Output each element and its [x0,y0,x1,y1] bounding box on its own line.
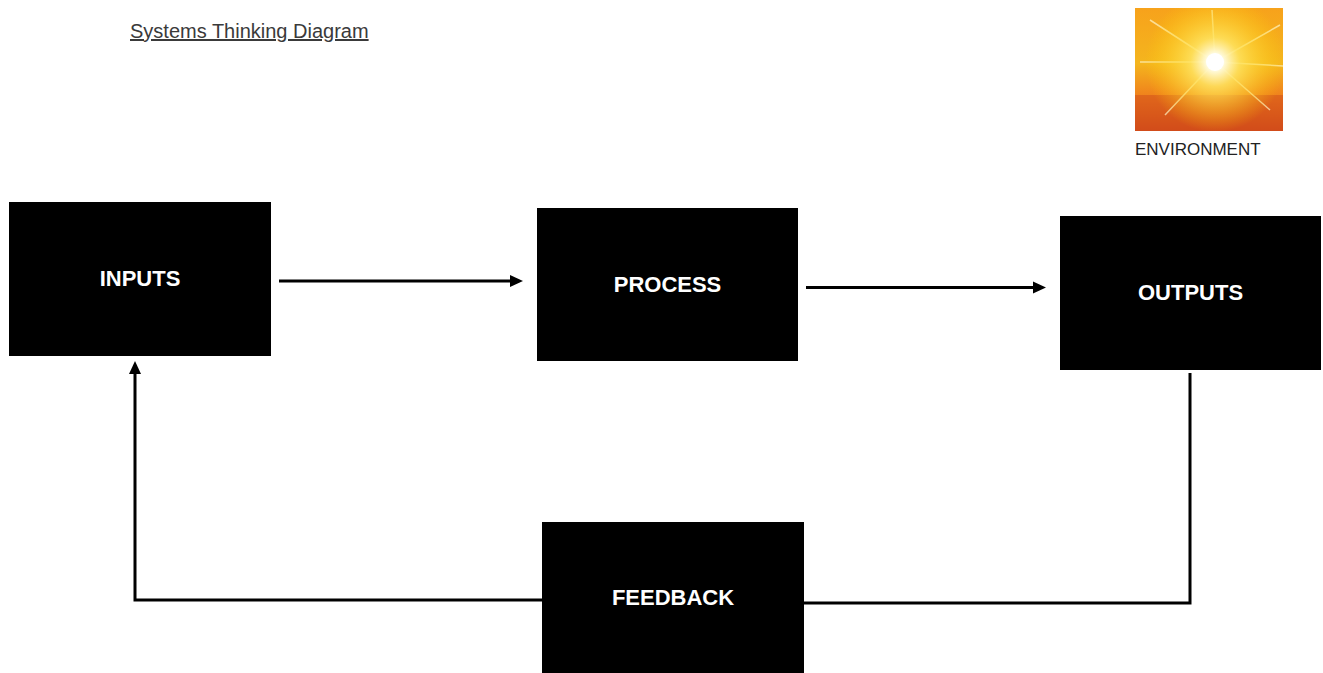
box-label: FEEDBACK [612,585,734,611]
flow-connector [806,286,1035,289]
system-box: OUTPUTS [1060,216,1321,370]
box-label: OUTPUTS [1138,280,1243,306]
arrow-head [1033,282,1046,294]
system-box: FEEDBACK [542,522,804,673]
arrow-head [510,275,523,287]
arrow-head [129,361,141,374]
box-label: PROCESS [614,272,722,298]
box-label: INPUTS [100,266,181,292]
system-box: PROCESS [537,208,798,361]
flow-connector [804,373,1190,603]
system-box: INPUTS [9,202,271,356]
diagram-title: Systems Thinking Diagram [130,20,369,43]
flow-connector [279,280,512,283]
environment-label: ENVIRONMENT [1135,140,1261,160]
sun-picture [1135,8,1283,131]
flow-connector [135,372,542,600]
